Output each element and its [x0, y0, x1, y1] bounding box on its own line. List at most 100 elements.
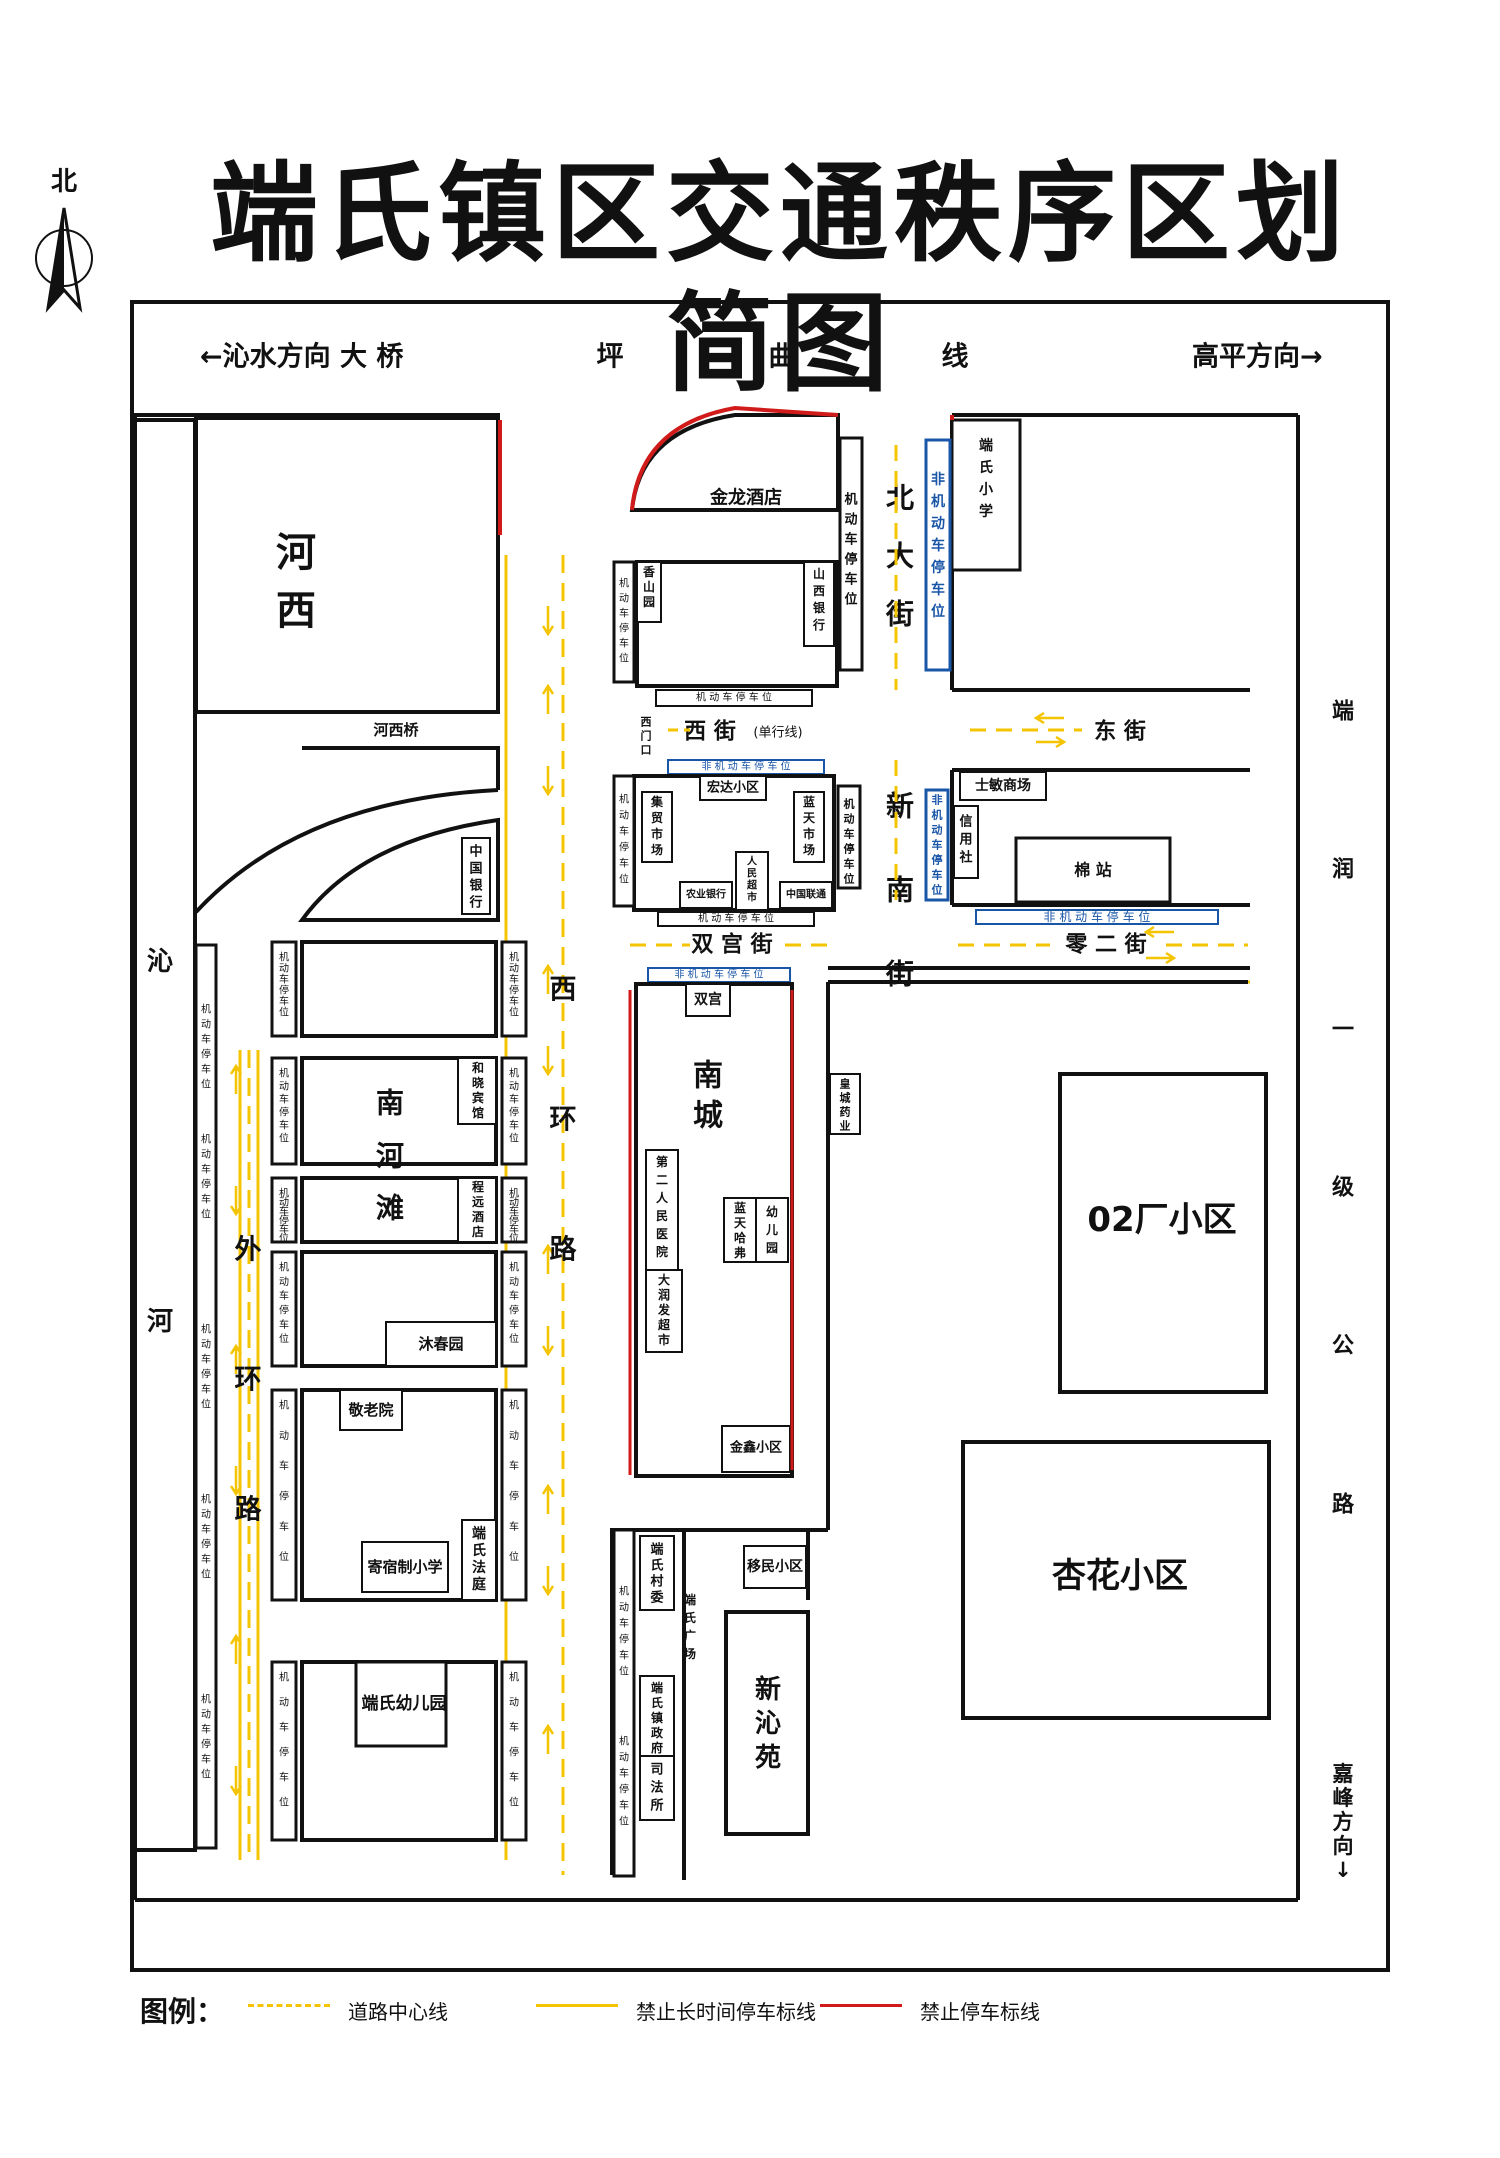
road-label-duanrun: 端 — [1332, 700, 1354, 725]
building-hospital — [645, 1149, 679, 1271]
parking-label: 车 — [201, 1033, 211, 1046]
building-huangcheng — [829, 1073, 861, 1135]
building-lantian-market — [793, 791, 825, 863]
label-jimao: 场 — [651, 843, 663, 857]
building-court — [461, 1519, 497, 1601]
building-credit — [953, 805, 979, 879]
parking-label-blue: 动 — [931, 515, 945, 532]
parking-label: 位 — [279, 1006, 289, 1019]
direction-arrow — [229, 1766, 243, 1797]
parking-strip — [500, 1250, 528, 1368]
legend-label-2: 禁止停车标线 — [920, 2000, 1040, 2024]
parking-strip — [270, 1250, 298, 1368]
road-label-duanrun: 公 — [1332, 1334, 1354, 1359]
label-ximenkou: 口 — [641, 744, 652, 757]
label-huangcheng: 皇 — [840, 1077, 851, 1091]
label-hospital: 院 — [656, 1244, 668, 1259]
parking-label: 位 — [201, 1208, 211, 1221]
label-huangcheng: 业 — [840, 1119, 851, 1133]
direction-arrow — [229, 1466, 243, 1497]
parking-strip — [500, 940, 528, 1038]
label-credit: 信 — [959, 814, 972, 830]
parking-label: 车 — [619, 637, 629, 650]
parking-label: 机 动 车 停 车 位 — [698, 912, 774, 925]
road-label-linger: 零 二 街 — [1064, 932, 1146, 958]
building-xiangshan — [636, 561, 662, 623]
parking-label-blue: 位 — [931, 603, 945, 620]
parking-label: 位 — [201, 1398, 211, 1411]
parking-label: 机 — [201, 1693, 211, 1706]
parking-label-blue: 车 — [931, 537, 945, 554]
label-xiangshan: 香 — [642, 564, 655, 579]
label-govt: 政 — [651, 1725, 664, 1740]
label-duanshi-school: 小 — [979, 482, 993, 498]
direction-arrow — [541, 766, 555, 797]
label-darun: 润 — [658, 1287, 670, 1302]
parking-label: 动 — [509, 1081, 519, 1093]
parking-label: 车 — [509, 1520, 519, 1533]
parking-label: 车 — [509, 1318, 519, 1331]
parking-label: 停 — [509, 1746, 519, 1759]
building-jimao — [641, 791, 673, 863]
direction-arrow — [1146, 951, 1177, 965]
label-shimin: 士敏商场 — [975, 777, 1031, 794]
parking-label: 动 — [279, 1081, 289, 1093]
label-village: 端 — [650, 1542, 663, 1558]
parking-label-blue: 非 机 动 车 停 车 位 — [674, 968, 763, 981]
parking-label: 车 — [279, 1093, 289, 1106]
label-jimao: 贸 — [651, 810, 663, 825]
direction-arrow — [541, 1046, 555, 1077]
building-kg — [755, 1197, 789, 1263]
road-label-beidajie: 大 — [886, 540, 914, 573]
parking-strip — [924, 788, 950, 902]
label-darun: 超 — [657, 1317, 671, 1332]
label-hospital: 人 — [656, 1190, 669, 1205]
river-label: 沁 — [147, 947, 173, 977]
parking-label: 动 — [509, 1430, 519, 1442]
road-label-xihuan: 环 — [550, 1105, 577, 1136]
label-shanxi-bank: 山 — [813, 566, 825, 581]
parking-label: 车 — [844, 857, 855, 871]
label-govt: 镇 — [651, 1710, 663, 1725]
parking-label: 动 — [201, 1509, 211, 1521]
parking-label: 机 — [279, 1261, 289, 1274]
parking-label: 车 — [279, 1318, 289, 1331]
parking-label: 车 — [619, 1767, 629, 1780]
road-label-duanrun: 一 — [1332, 1018, 1354, 1043]
parking-label: 停 — [201, 1178, 211, 1191]
label-court: 庭 — [472, 1576, 487, 1593]
label-lantian-market: 场 — [803, 843, 815, 857]
label-court: 氏 — [472, 1543, 486, 1559]
parking-label: 车 — [279, 1289, 289, 1302]
road-label-jiafeng: 嘉 — [1333, 1762, 1354, 1786]
label-justice: 所 — [650, 1798, 663, 1814]
parking-label: 车 — [279, 973, 289, 986]
parking-label: 车 — [201, 1193, 211, 1206]
road-edge — [302, 746, 500, 790]
label-credit: 社 — [958, 850, 972, 866]
area-label-xinqinyuan: 新 — [755, 1674, 781, 1705]
building-kindergarten — [354, 1660, 448, 1748]
label-yimin: 移民小区 — [747, 1558, 803, 1575]
parking-label: 机 — [619, 1735, 629, 1748]
parking-label-blue: 机 — [932, 808, 943, 822]
label-huangcheng: 药 — [840, 1105, 851, 1119]
parking-label: 位 — [509, 1796, 519, 1809]
parking-label: 机 — [619, 577, 629, 590]
label-plaza: 氏 — [684, 1610, 696, 1625]
block-boc — [298, 817, 500, 922]
parking-strip — [270, 1660, 298, 1842]
direction-arrow — [541, 1326, 555, 1357]
parking-strip — [500, 1056, 528, 1166]
parking-label: 动 — [509, 1197, 519, 1209]
parking-strip — [270, 1056, 298, 1166]
building-agri-bank — [679, 881, 733, 909]
area-label-xinghua: 杏花小区 — [1052, 1556, 1188, 1596]
label-boc: 中 — [469, 844, 482, 860]
building-muchun — [385, 1321, 497, 1367]
road-label-dongjie: 东 街 — [1094, 719, 1146, 745]
parking-label: 停 — [279, 1490, 289, 1503]
label-govt: 端 — [651, 1680, 663, 1695]
